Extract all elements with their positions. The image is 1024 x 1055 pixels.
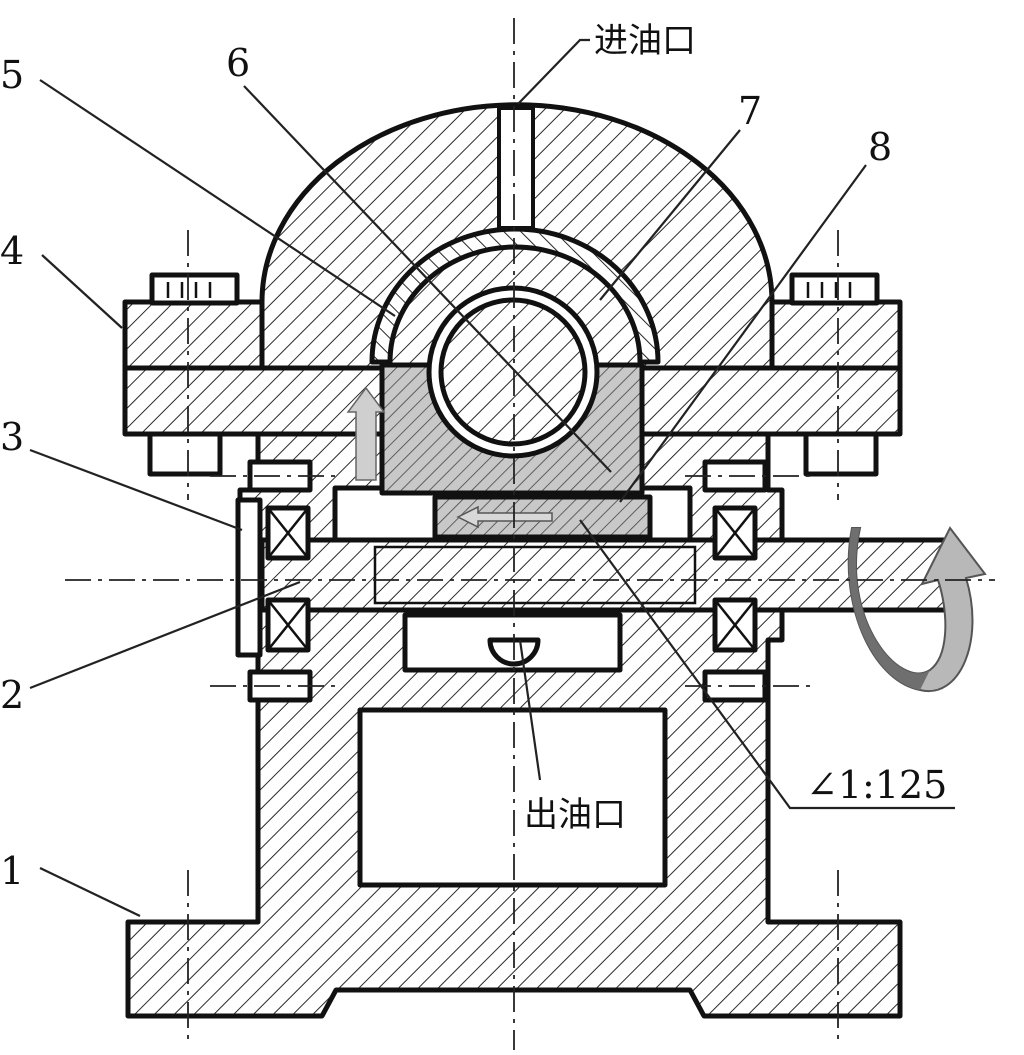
part-label-5: 5 bbox=[0, 53, 24, 97]
lift-arrow bbox=[346, 386, 386, 481]
part-label-1: 1 bbox=[0, 849, 24, 893]
leader-lines bbox=[29, 38, 955, 917]
part-label-3: 3 bbox=[0, 415, 24, 459]
rotation-arrow bbox=[847, 526, 987, 693]
part-label-7: 7 bbox=[738, 89, 762, 133]
part-label-8: 8 bbox=[868, 125, 892, 169]
oil-outlet-label: 出油口 bbox=[524, 795, 626, 835]
part-label-4: 4 bbox=[0, 229, 24, 273]
adjusting-screw bbox=[235, 497, 955, 658]
part-label-6: 6 bbox=[226, 41, 250, 85]
base-window bbox=[357, 707, 668, 888]
oil-inlet-channel bbox=[497, 106, 535, 230]
wedge-direction-arrow bbox=[456, 505, 553, 529]
center-lines bbox=[65, 18, 995, 1050]
oil-inlet-label: 进油口 bbox=[594, 21, 696, 61]
wedge-block bbox=[432, 494, 653, 540]
part-label-2: 2 bbox=[0, 673, 24, 717]
taper-ratio-label: ∠1:125 bbox=[806, 763, 947, 807]
